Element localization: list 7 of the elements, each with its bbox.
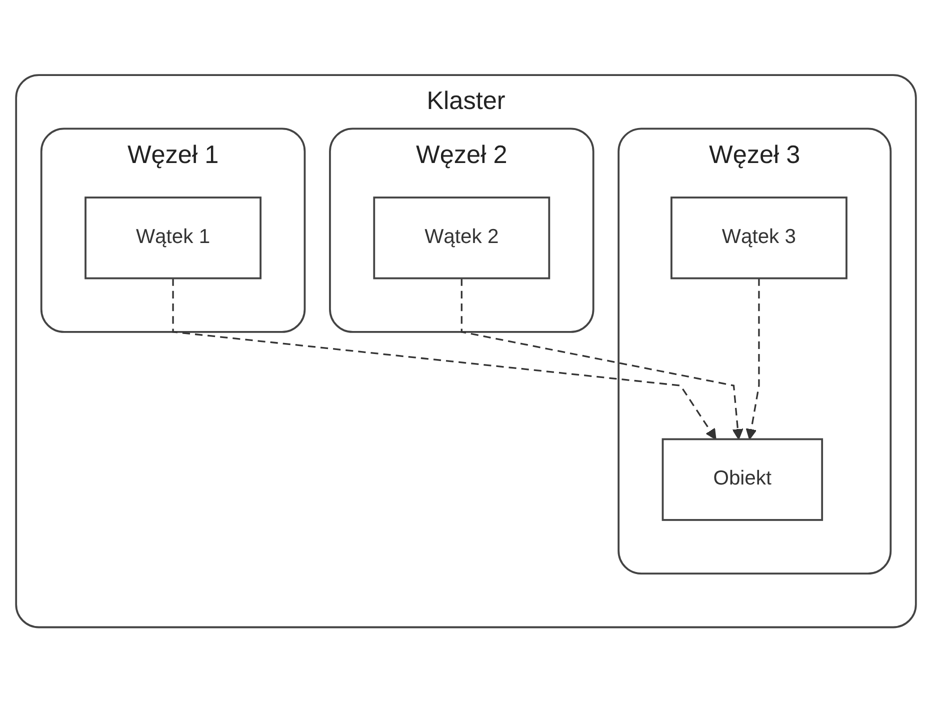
node-box: Wątek 1: [84, 196, 262, 280]
arrow: [460, 278, 744, 440]
arrow: [172, 278, 716, 440]
arrow: [746, 278, 760, 440]
node-box: Obiekt: [662, 438, 824, 521]
node-box: Wątek 2: [373, 196, 550, 280]
node-box: Wątek 3: [670, 196, 848, 280]
